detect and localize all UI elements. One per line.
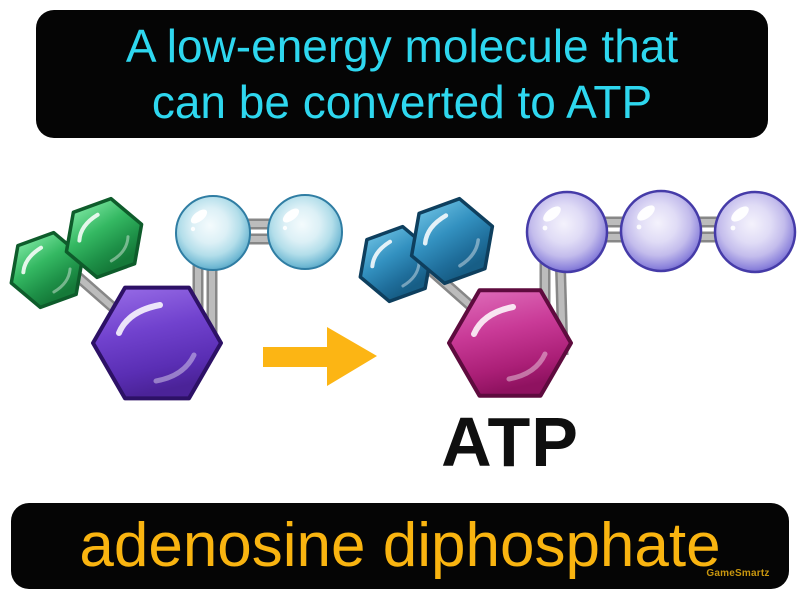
conversion-arrow — [263, 327, 377, 386]
adp-purple-hexagon — [91, 285, 223, 401]
definition-banner: A low-energy molecule that can be conver… — [36, 10, 768, 138]
watermark: GameSmartz — [706, 568, 770, 579]
definition-line1: A low-energy molecule that — [125, 20, 679, 72]
adp-green-hexagon-2 — [64, 196, 144, 280]
adp-phosphate-sphere-1 — [175, 195, 251, 271]
atp-phosphate-sphere-2 — [619, 189, 703, 273]
adp-phosphate-sphere-2 — [267, 194, 343, 270]
atp-magenta-hexagon — [447, 288, 573, 398]
atp-molecule — [358, 189, 797, 398]
term-text: adenosine diphosphate — [79, 511, 721, 580]
atp-phosphate-sphere-1 — [525, 190, 609, 274]
atp-blue-hexagon-2 — [409, 196, 495, 286]
atp-phosphate-sphere-3 — [713, 190, 797, 274]
atp-label: ATP — [441, 403, 579, 481]
adp-molecule — [9, 194, 343, 401]
definition-line2: can be converted to ATP — [151, 76, 653, 128]
term-banner: adenosine diphosphate — [11, 503, 789, 589]
